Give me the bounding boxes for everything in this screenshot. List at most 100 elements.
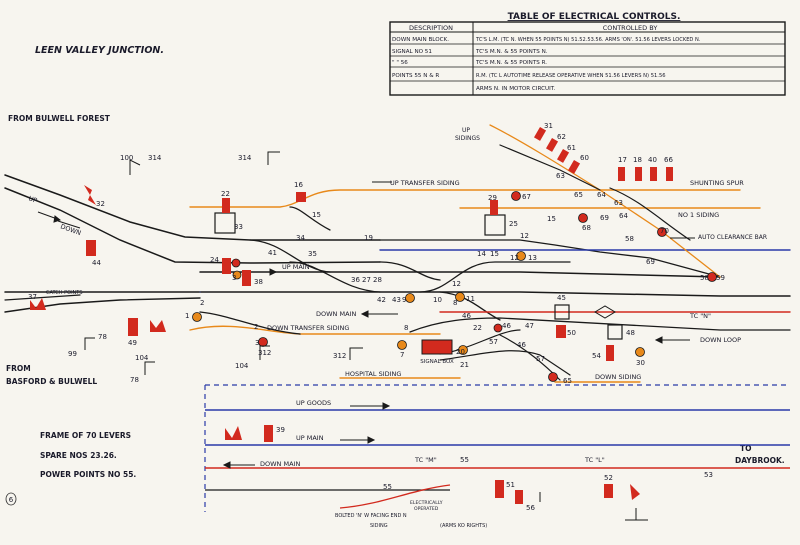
table-frame	[389, 21, 786, 96]
signal-24	[222, 258, 231, 274]
table-cell: TC'S M.N. & 55 POINTS R.	[475, 60, 547, 66]
lever-number-39: 39	[276, 426, 285, 434]
lever-number-16: 16	[294, 181, 303, 189]
disc-3b	[231, 258, 241, 268]
lever-number-56: 56	[526, 504, 535, 512]
label-bolted: BOLTED 'N' W FACING END N	[335, 513, 407, 519]
table-cell: SIGNAL NO 51	[392, 49, 432, 55]
signal-60	[568, 160, 581, 174]
label-up-main-lower: UP MAIN	[296, 434, 324, 442]
lever-number-43: 43	[392, 296, 401, 304]
lever-number-15: 15	[312, 211, 321, 219]
lever-number-60: 60	[580, 154, 589, 162]
lever-number-32: 32	[96, 200, 105, 208]
disc-22	[493, 323, 503, 333]
ground-posts	[84, 151, 695, 521]
table-header-controlled: CONTROLLED BY	[603, 24, 658, 32]
label-up: UP	[27, 194, 38, 205]
lever-number-50: 50	[567, 329, 576, 337]
lever-number-8: 8	[404, 324, 408, 332]
to-daybrook-line2: DAYBROOK.	[735, 456, 785, 465]
signal-box-upper-left: SIGNAL BOX	[30, 127, 673, 504]
lever-number-22: 22	[473, 324, 482, 332]
signal-52	[604, 484, 613, 498]
label-electrically-1: ELECTRICALLY	[410, 500, 443, 506]
label-siding: SIDING	[370, 523, 388, 529]
table-cell: TC'S L.M. (TC N. WHEN 55 POINTS N) 51.52…	[475, 37, 701, 43]
lever-number-22: 22	[221, 190, 230, 198]
lever-number-70: 70	[660, 227, 669, 235]
signal-61	[557, 149, 570, 163]
label-tc-n: TC "N"	[689, 312, 711, 320]
disc-1	[192, 312, 202, 322]
signal-50	[556, 325, 566, 338]
track-layout-upper	[4, 124, 791, 383]
table-header-description: DESCRIPTION	[409, 24, 453, 32]
lever-number-7: 7	[400, 351, 404, 359]
signal-box-label: SIGNAL BOX	[420, 359, 454, 365]
label-down-loop: DOWN LOOP	[700, 336, 741, 344]
disc-13	[516, 251, 526, 261]
label-down-transfer-siding: DOWN TRANSFER SIDING	[267, 324, 349, 332]
label-arms-kod: (ARMS KO RIGHTS)	[440, 523, 487, 529]
lever-number-29: 29	[488, 194, 497, 202]
lever-number-48: 48	[626, 329, 635, 337]
signal-66	[666, 167, 673, 181]
signal-16	[296, 192, 306, 202]
disc-11	[455, 292, 465, 302]
lever-number-312: 312	[258, 349, 271, 357]
label-down-siding: DOWN SIDING	[595, 373, 641, 381]
signal-31	[534, 127, 547, 141]
disc-41	[232, 270, 242, 280]
lever-number-64: 64	[597, 191, 606, 199]
label-down-main-lower: DOWN MAIN	[260, 460, 300, 468]
lever-number-69: 69	[600, 214, 609, 222]
signal-40	[650, 167, 657, 181]
lever-number-15: 15	[490, 250, 499, 258]
lever-number-57: 57	[489, 338, 498, 346]
lever-number-15: 15	[547, 215, 556, 223]
lever-number-62: 62	[557, 133, 566, 141]
lever-number-28: 28	[373, 276, 382, 284]
label-down-main: DOWN MAIN	[316, 310, 356, 318]
signal-29	[490, 200, 498, 215]
disc-signals	[192, 191, 717, 382]
lever-number-78: 78	[130, 376, 139, 384]
lever-number-30: 30	[636, 359, 645, 367]
lever-number-2: 2	[200, 299, 204, 307]
lever-number-314: 314	[148, 154, 162, 162]
signal-17	[618, 167, 625, 181]
table-cell: " " 56	[392, 60, 408, 66]
label-auto-clearance-bar: AUTO CLEARANCE BAR	[698, 234, 767, 241]
lever-number-65: 65	[574, 191, 583, 199]
lever-number-58: 58	[700, 274, 709, 282]
label-up-sidings-1: UP	[462, 127, 470, 134]
to-daybrook-line1: TO	[740, 444, 752, 453]
lever-number-11: 11	[466, 295, 475, 303]
signal-49-arms	[150, 320, 166, 332]
lever-number-61: 61	[567, 144, 576, 152]
lever-number-46: 46	[462, 312, 471, 320]
track-layout-lower	[204, 384, 790, 512]
lever-number-57: 57	[536, 355, 545, 363]
lever-number-47: 47	[525, 322, 534, 330]
lever-number-41: 41	[268, 249, 277, 257]
disc-70	[657, 227, 667, 237]
disc-9	[405, 293, 415, 303]
lever-number-2: 2	[254, 323, 258, 331]
track-labels: UP DOWN UP TRANSFER SIDING UP MAIN DOWN …	[27, 127, 767, 529]
lever-number-8: 8	[453, 299, 457, 307]
label-up-transfer-siding: UP TRANSFER SIDING	[390, 179, 460, 187]
signal-22	[222, 198, 230, 213]
lever-number-27: 27	[362, 276, 371, 284]
label-tc-m: TC "M"	[414, 456, 437, 464]
lever-number-20: 20	[456, 348, 465, 356]
table-cell: POINTS 55 N & R	[392, 73, 439, 79]
lever-number-21: 21	[460, 361, 469, 369]
signal-39	[264, 425, 273, 442]
lever-number-51: 51	[506, 481, 515, 489]
disc-67	[511, 191, 521, 201]
page-mark-circle	[5, 492, 17, 506]
